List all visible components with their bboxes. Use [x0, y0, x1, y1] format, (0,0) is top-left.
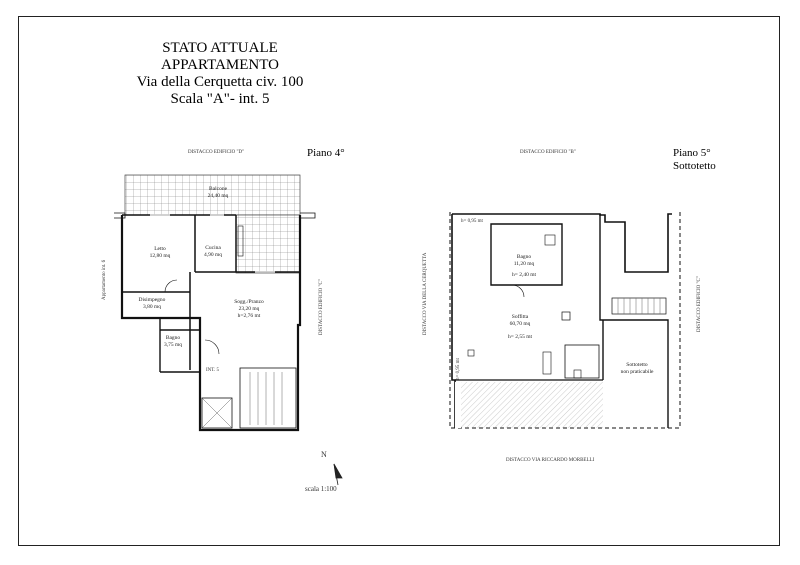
stair-well	[239, 367, 297, 429]
floor5-right-label: DISTACCO EDIFICIO "C"	[697, 276, 702, 332]
floor5-top-label: DISTACCO EDIFICIO "B"	[520, 150, 576, 155]
title-line-4: Scala "A"- int. 5	[170, 91, 270, 107]
floor5-height-left: h= 0,95 mt	[456, 358, 461, 380]
lift-shaft	[201, 397, 233, 429]
north-letter: N	[321, 450, 327, 459]
floor4-entrance-label: INT. 5	[206, 368, 219, 373]
balcony-inner-area	[235, 214, 301, 274]
floor4-plan	[114, 174, 316, 432]
title-line-2: APPARTAMENTO	[161, 57, 279, 73]
north-arrow	[333, 463, 343, 486]
floor4-top-label: DISTACCO EDIFICIO "D"	[188, 150, 245, 155]
title-line-3: Via della Cerquetta civ. 100	[136, 74, 304, 90]
scale-label: scala 1:100	[305, 485, 337, 493]
drawing-frame	[18, 16, 780, 546]
balcony-area	[124, 174, 301, 216]
floor4-title: Piano 4°	[307, 147, 345, 159]
title-line-1: STATO ATTUALE	[162, 40, 278, 56]
floor4-left-label: Appartamento int. 6	[102, 259, 107, 300]
floor5-title: Piano 5°	[673, 147, 711, 159]
floor5-bottom-label: DISTACCO VIA RICCARDO MORBELLI	[506, 458, 595, 463]
floor5-height-top: h= 0,95 mt	[461, 219, 483, 224]
attic-stair	[611, 297, 667, 315]
floor5-left-label: DISTACCO VIA DELLA CERQUETTA	[423, 252, 428, 335]
floor5-plan	[449, 212, 681, 429]
floor5-subtitle: Sottotetto	[673, 160, 716, 172]
title-block: STATO ATTUALE APPARTAMENTO Via della Cer…	[120, 40, 320, 108]
floor4-right-label: DISTACCO EDIFICIO "C"	[319, 279, 324, 335]
